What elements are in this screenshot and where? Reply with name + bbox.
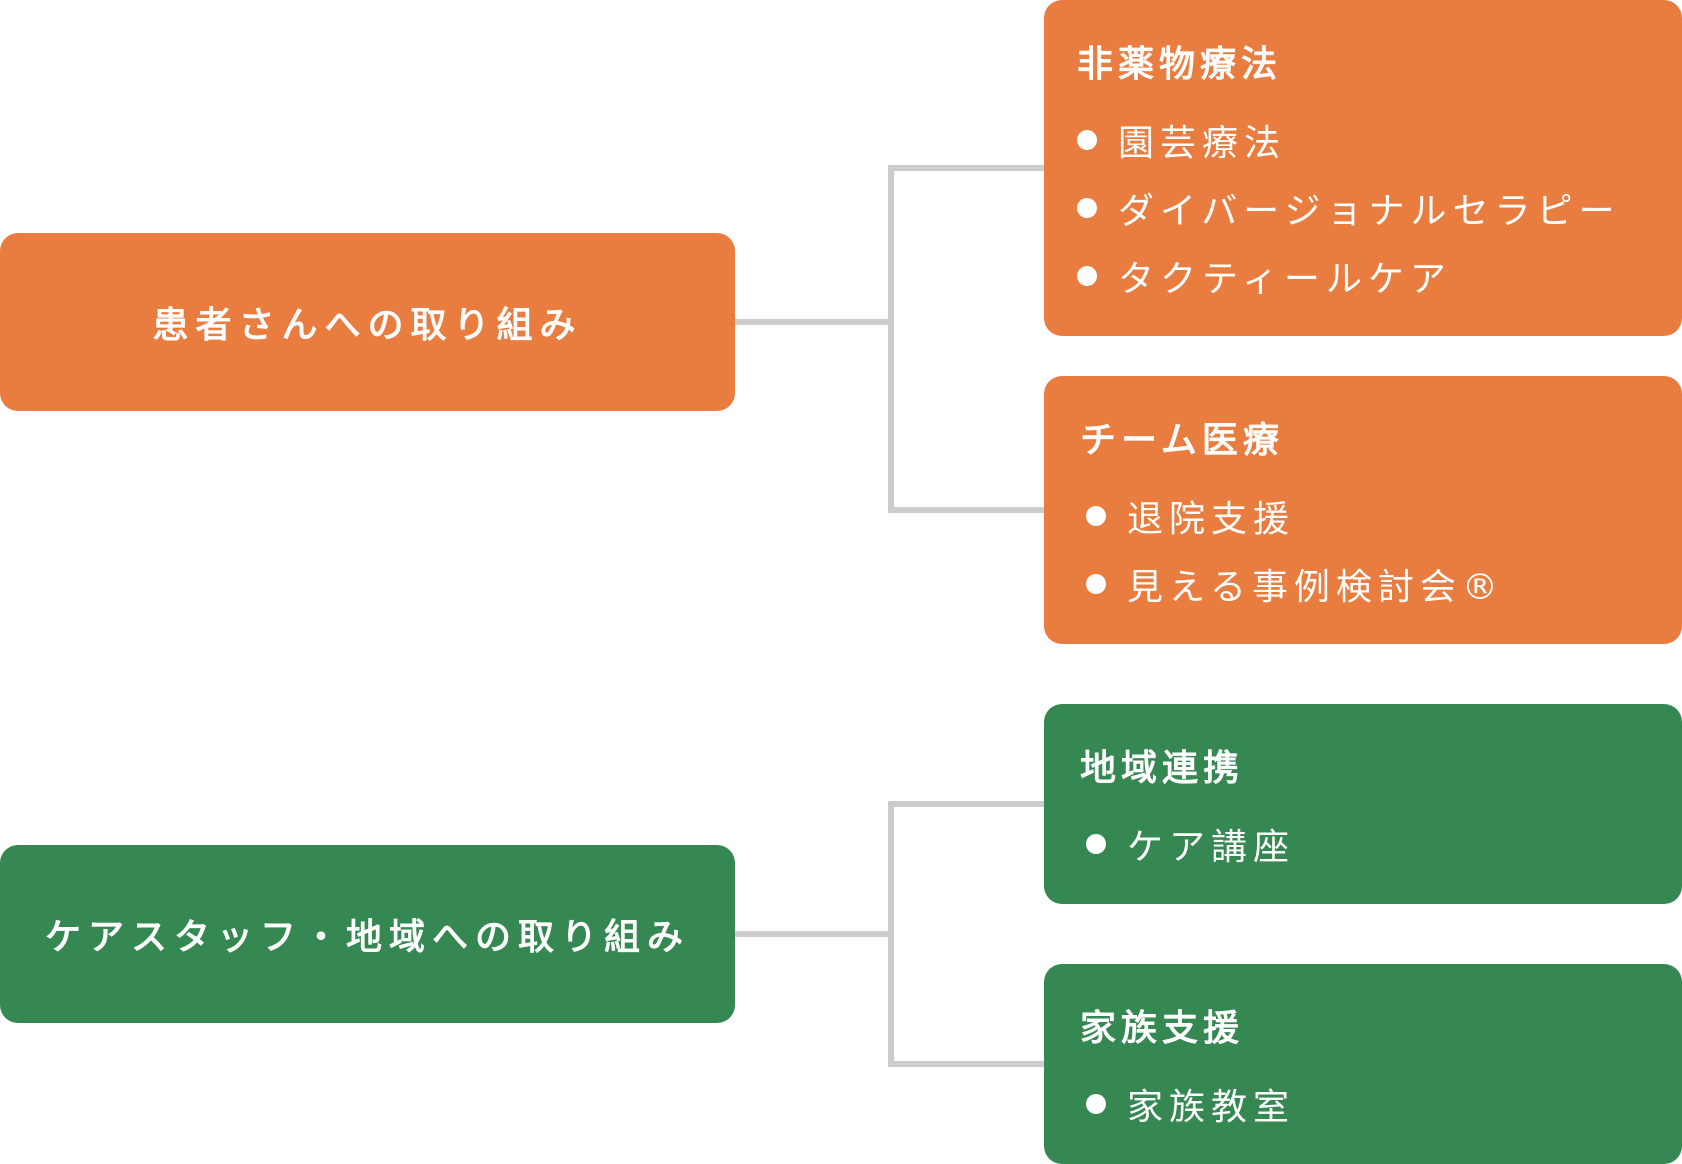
family-support-box: 家族支援 家族教室 [1044,964,1682,1164]
bullet-icon [1086,1094,1106,1114]
bullet-icon [1077,198,1097,218]
bullet-icon [1086,574,1106,594]
item-label: タクティールケア [1118,259,1452,300]
bullet-icon [1086,834,1106,854]
list-item: ケア講座 [1086,810,1682,878]
patients-initiatives-label: 患者さんへの取り組み [152,305,583,346]
item-label: ケア講座 [1127,827,1296,868]
regional-cooperation-box: 地域連携 ケア講座 [1044,704,1682,904]
list-item: 退院支援 [1086,482,1682,550]
bullet-icon [1077,266,1097,286]
team-medicine-title: チーム医療 [1080,420,1284,461]
non-drug-therapy-title: 非薬物療法 [1077,44,1283,85]
list-item: 見える事例検討会® [1086,550,1682,618]
item-label: 退院支援 [1127,499,1296,540]
team-medicine-box: チーム医療 退院支援 見える事例検討会® [1044,376,1682,644]
non-drug-therapy-box: 非薬物療法 園芸療法 ダイバージョナルセラピー タクティールケア [1044,0,1682,336]
staff-community-initiatives-label: ケアスタッフ・地域への取り組み [44,917,690,958]
connector-staff-branch [888,801,1044,1067]
family-support-title: 家族支援 [1080,1008,1245,1049]
item-label: 園芸療法 [1118,123,1287,164]
list-item: ダイバージョナルセラピー [1077,174,1682,242]
bullet-icon [1086,506,1106,526]
list-item: 家族教室 [1086,1070,1682,1138]
bullet-icon [1077,130,1097,150]
patients-initiatives-box: 患者さんへの取り組み [0,233,735,411]
item-label: 見える事例検討会® [1127,567,1504,608]
list-item: 園芸療法 [1077,106,1682,174]
item-label: 家族教室 [1127,1087,1296,1128]
list-item: タクティールケア [1077,242,1682,310]
item-label: ダイバージョナルセラピー [1118,191,1621,232]
staff-community-initiatives-box: ケアスタッフ・地域への取り組み [0,845,735,1023]
regional-cooperation-title: 地域連携 [1080,748,1245,789]
connector-patients-branch [888,165,1044,513]
